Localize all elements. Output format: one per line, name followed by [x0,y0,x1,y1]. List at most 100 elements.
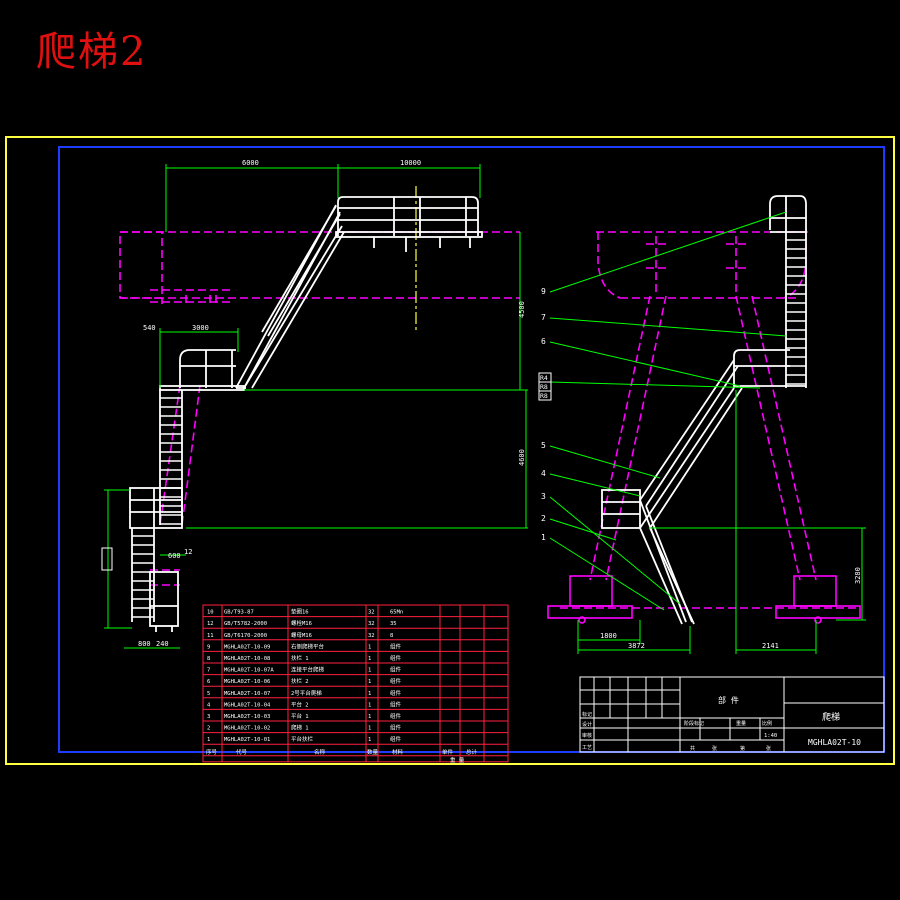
tb-bottom-3: 第 [740,745,745,752]
callout-number: 9 [541,287,546,296]
callout-number: 4 [541,469,546,478]
parts-table-header: 代号 [236,748,248,756]
parts-table-cell: 5 [207,691,210,697]
parts-table-cell: 11 [207,633,214,639]
dim-bottom-b: 240 [156,640,169,648]
parts-table-cell: 螺母M16 [291,631,312,639]
callout-number: 1 [541,533,546,542]
parts-table-cell: 右侧爬梯平台 [291,642,325,650]
parts-table-cell: 10 [207,610,214,616]
parts-table-cell: 1 [368,737,371,743]
tb-bottom-4: 张 [766,745,771,752]
label-r1: R4 [540,374,548,382]
right-structure [601,195,807,625]
tb-scale: 1:40 [764,733,777,739]
callout-number: 6 [541,337,546,346]
dim-small-offset: 540 [143,324,156,332]
callout-leaders [549,211,787,611]
left-ladder-rungs [132,397,182,618]
right-bases [547,575,861,624]
parts-table-cell: 爬梯 1 [291,724,309,732]
callout-number: 5 [541,441,546,450]
tb-row-3: 审核 [582,732,592,739]
parts-table-cell: MGHLA02T-10-09 [224,644,270,650]
dim-top-right: 10000 [400,159,421,167]
parts-table-cell: 平台扶栏 [291,735,314,743]
left-hidden-structure [119,231,520,586]
parts-table-grid [202,604,509,763]
parts-table-cell: 平台 1 [291,712,309,720]
parts-table-header: 名称 [314,748,326,756]
callout-number: 7 [541,313,546,322]
parts-table-header: 总计 [466,748,478,756]
parts-table-cell: 9 [207,644,210,650]
label-r3: R8 [540,392,548,400]
parts-table-cell: 1 [207,737,210,743]
parts-table-cell: 螺栓M16 [291,619,312,627]
parts-table-header: 数量 [367,748,379,756]
label-r2: R8 [540,383,548,391]
parts-table-weight-note: 重 量 [450,756,465,764]
dim-top-left: 6000 [242,159,259,167]
parts-table-cell: 1 [368,691,371,697]
parts-table-cell: 8 [207,656,210,662]
drawing-title: 爬梯2 [36,29,148,75]
parts-table-cell: 1 [368,702,371,708]
parts-table-cell: GB/T5782-2000 [224,621,267,627]
right-ladder-rungs [786,239,806,385]
outer-frame [5,136,895,765]
parts-table-cell: GB/T6170-2000 [224,633,267,639]
parts-table-cell: MGHLA02T-10-06 [224,679,270,685]
parts-table-cell: MGHLA02T-10-07A [224,668,274,674]
parts-table-cell: 4 [207,702,211,708]
parts-table-cell: GB/T93-87 [224,610,254,616]
parts-table-cell: 1 [368,726,371,732]
title-block-text: 部 件 爬梯 MGHLA02T-10 1:40 阶段标记 重量 比例 标记 设计… [582,695,861,752]
inner-frame [58,146,885,753]
parts-table-cell: 1 [368,668,371,674]
dim-note-12: 12 [184,548,192,556]
tb-drawing-no: MGHLA02T-10 [808,738,861,747]
title-block-grid [579,676,885,753]
parts-table-cell: 扶栏 2 [291,677,309,685]
tb-row-4: 工艺 [582,745,592,751]
parts-table-cell: 组件 [390,700,402,708]
parts-table-cell: 32 [368,610,375,616]
parts-table-cell: 组件 [390,677,402,685]
parts-table-cell: 垫圈16 [291,608,309,616]
title-block: 部 件 爬梯 MGHLA02T-10 1:40 阶段标记 重量 比例 标记 设计… [579,676,885,753]
parts-table-cell: 7 [207,668,210,674]
parts-table-cell: 32 [368,621,375,627]
parts-table-cell: 组件 [390,724,402,732]
parts-table-cell: 2号平台爬梯 [291,689,322,697]
dim-right-b: 3872 [628,642,645,650]
callout-numbers: 9 7 6 5 4 3 2 1 [541,287,546,542]
parts-table-cell: MGHLA02T-10-07 [224,691,270,697]
dim-platform-width: 3000 [192,324,209,332]
parts-table-cell: MGHLA02T-10-03 [224,714,270,720]
callout-number: 3 [541,492,546,501]
tb-kind: 部 件 [718,695,739,705]
parts-table-cell: 32 [368,633,375,639]
callout-number: 2 [541,514,546,523]
parts-table-cell: 组件 [390,654,402,662]
left-dimensions [104,164,528,649]
parts-table-cell: 8 [390,633,393,639]
parts-table-header: 单件 [442,748,454,756]
parts-table-header: 序号 [206,748,218,756]
parts-table-cell: MGHLA02T-10-04 [224,702,271,708]
right-labels: R4 R8 R8 [540,374,548,400]
parts-table-cell: 1 [368,679,371,685]
parts-table-cell: 组件 [390,642,402,650]
parts-table-cell: 35 [390,621,397,627]
parts-table-cell: MGHLA02T-10-08 [224,656,270,662]
right-dimensions [577,390,866,654]
parts-table-cell: 12 [207,621,214,627]
parts-table-cell: MGHLA02T-10-01 [224,737,270,743]
parts-table-cell: 1 [368,714,371,720]
dim-height-lower: 4600 [518,449,526,466]
tb-bottom-1: 共 [690,745,695,752]
left-vertical-label-box [101,547,113,571]
